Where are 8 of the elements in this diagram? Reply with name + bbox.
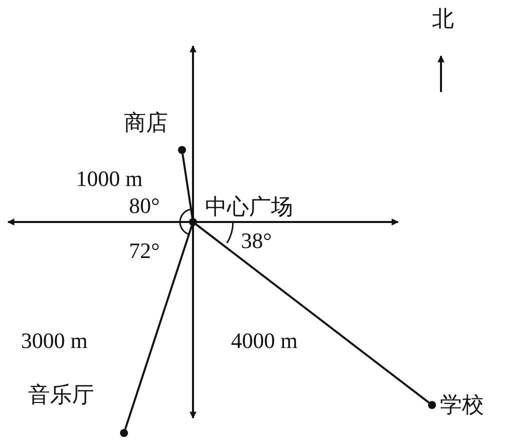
place-name: 音乐厅 bbox=[28, 382, 94, 408]
place-name: 学校 bbox=[440, 392, 484, 418]
direction-label: 北 bbox=[431, 6, 455, 32]
place-name: 商店 bbox=[124, 110, 168, 136]
route-line bbox=[182, 154, 194, 218]
route-line bbox=[196, 224, 430, 404]
route-line bbox=[124, 225, 193, 430]
place-name: 中心广场 bbox=[205, 194, 293, 220]
